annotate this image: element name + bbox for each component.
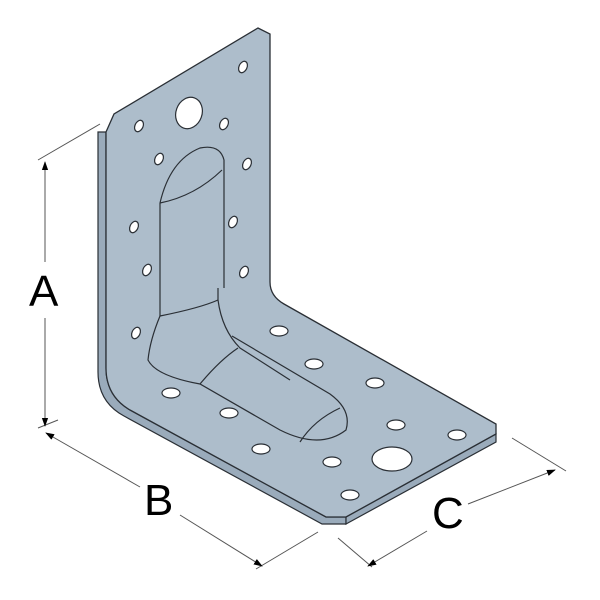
bracket-body [105, 27, 497, 518]
horizontal-leg-holes [161, 325, 467, 501]
dimension-b-line-left [45, 432, 141, 488]
large-hole-bottom [371, 446, 413, 472]
dimension-c-line-left [367, 530, 428, 567]
vertical-leg-holes [128, 60, 253, 340]
dimension-label-c: C [432, 489, 464, 538]
dimension-b-line-right [179, 514, 263, 567]
dimension-lines [37, 123, 567, 570]
large-hole-top [175, 96, 203, 130]
dimension-c-line-right [467, 469, 556, 505]
stiffening-rib [147, 146, 348, 443]
dimension-label-a: A [29, 267, 59, 316]
dimension-label-b: B [144, 476, 174, 525]
